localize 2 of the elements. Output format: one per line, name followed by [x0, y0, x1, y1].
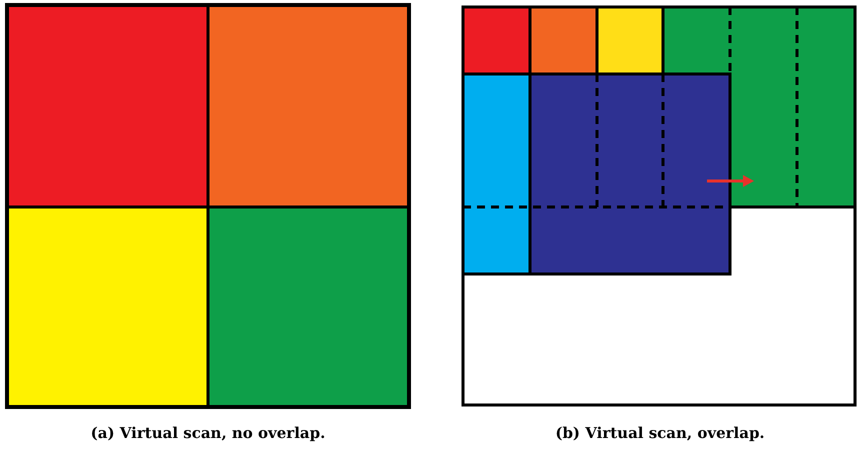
figure-caption: (a) Virtual scan, no overlap. — [90, 424, 326, 442]
figure-caption: (b) Virtual scan, overlap. — [555, 424, 765, 442]
